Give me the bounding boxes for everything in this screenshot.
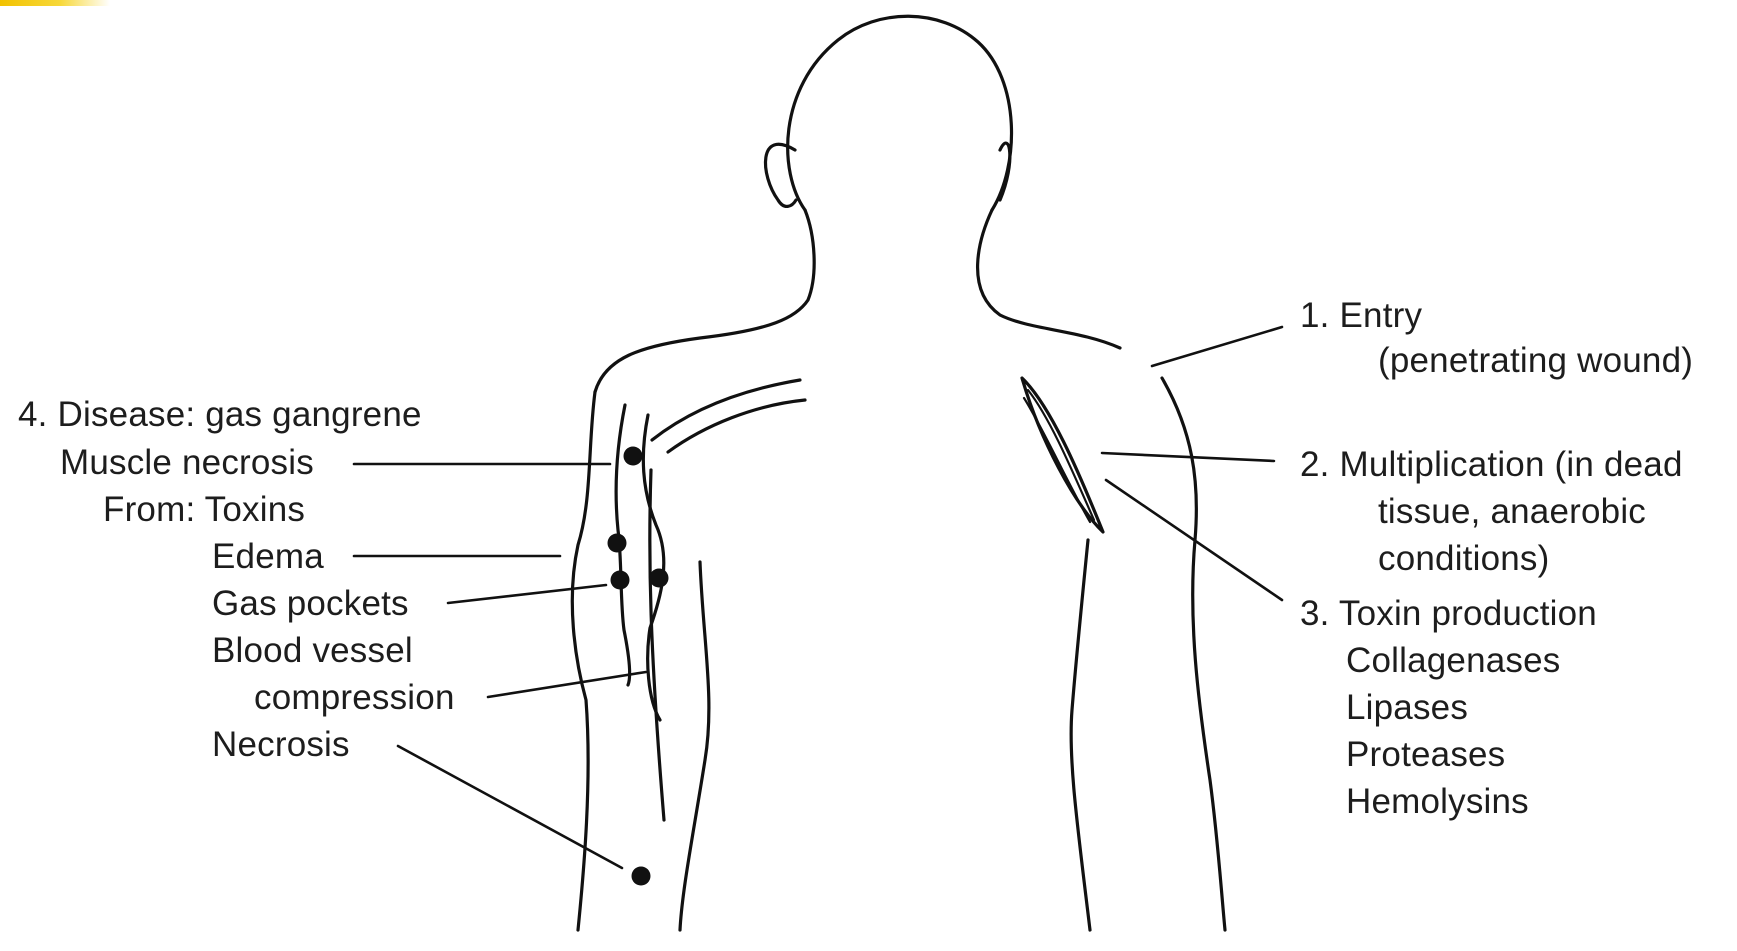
right-neck-shoulder (978, 210, 1120, 348)
label-multiplication-line3: conditions) (1378, 541, 1549, 576)
label-toxin-hemolysins: Hemolysins (1346, 784, 1529, 819)
muscle-necrosis-dot (624, 447, 643, 466)
label-multiplication-line1: 2. Multiplication (in dead (1300, 447, 1683, 482)
right-arm-outer (1162, 378, 1225, 930)
left-muscle-outline-3 (650, 470, 664, 820)
head-outline (788, 16, 1012, 210)
right-muscle-inner-1 (1028, 390, 1094, 520)
label-edema: Edema (212, 539, 324, 574)
label-toxin-lipases: Lipases (1346, 690, 1468, 725)
right-muscle-inner-2 (1024, 398, 1090, 522)
label-disease-title: 4. Disease: gas gangrene (18, 397, 422, 432)
edema-dot (608, 534, 627, 553)
left-arm-inner (680, 562, 709, 930)
label-entry-detail: (penetrating wound) (1378, 343, 1693, 378)
leader-multiplication (1102, 453, 1274, 461)
left-vessel-inner (668, 400, 805, 452)
label-toxin-production: 3. Toxin production (1300, 596, 1597, 631)
label-toxin-proteases: Proteases (1346, 737, 1505, 772)
right-arm-inner (1071, 540, 1090, 930)
label-blood-vessel-line2: compression (254, 680, 455, 715)
label-blood-vessel-line1: Blood vessel (212, 633, 413, 668)
label-necrosis: Necrosis (212, 727, 350, 762)
left-vessel-outer (652, 380, 800, 440)
label-muscle-necrosis: Muscle necrosis (60, 445, 314, 480)
label-toxin-collagenases: Collagenases (1346, 643, 1561, 678)
label-entry: 1. Entry (1300, 298, 1422, 333)
label-multiplication-line2: tissue, anaerobic (1378, 494, 1646, 529)
necrosis-dot (632, 867, 651, 886)
leader-blood-vessel (488, 672, 646, 697)
leader-entry (1152, 327, 1282, 366)
left-arm-outer (572, 392, 595, 930)
label-from-toxins: From: Toxins (103, 492, 305, 527)
right-muscle-outer (1022, 378, 1103, 532)
leader-gas-pockets (448, 585, 606, 603)
gas-pocket-dot-1 (611, 571, 630, 590)
left-neck-shoulder (595, 210, 814, 392)
gas-pocket-dot-2 (650, 569, 669, 588)
label-gas-pockets: Gas pockets (212, 586, 409, 621)
